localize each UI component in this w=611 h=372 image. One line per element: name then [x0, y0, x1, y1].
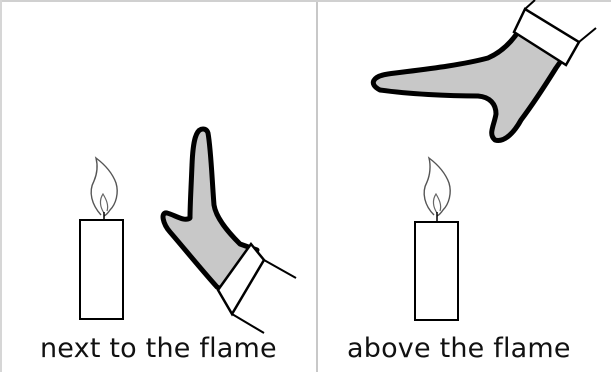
caption-next-to-flame: next to the flame	[40, 333, 277, 364]
candle-icon	[415, 158, 458, 320]
panel-above-flame: above the flame	[318, 0, 611, 372]
candle-icon	[80, 158, 123, 319]
panel-next-to-flame: next to the flame	[0, 0, 316, 372]
caption-above-flame: above the flame	[347, 333, 571, 364]
hand-icon	[373, 0, 596, 140]
hand-icon	[163, 129, 296, 333]
above-flame-illustration	[318, 0, 611, 372]
next-to-flame-illustration	[0, 0, 316, 372]
